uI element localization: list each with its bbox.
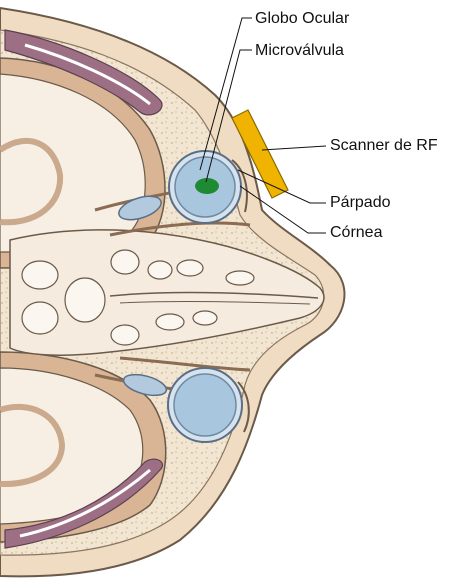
leader-scanner (262, 146, 326, 150)
label-scanner-rf: Scanner de RF (330, 137, 438, 155)
label-globo-ocular: Globo Ocular (255, 10, 349, 28)
label-parpado: Párpado (330, 194, 391, 212)
label-cornea: Córnea (330, 224, 382, 242)
label-microvalvula: Microválvula (255, 42, 344, 60)
microvalve (195, 178, 219, 194)
eyeball-lower (174, 374, 236, 436)
